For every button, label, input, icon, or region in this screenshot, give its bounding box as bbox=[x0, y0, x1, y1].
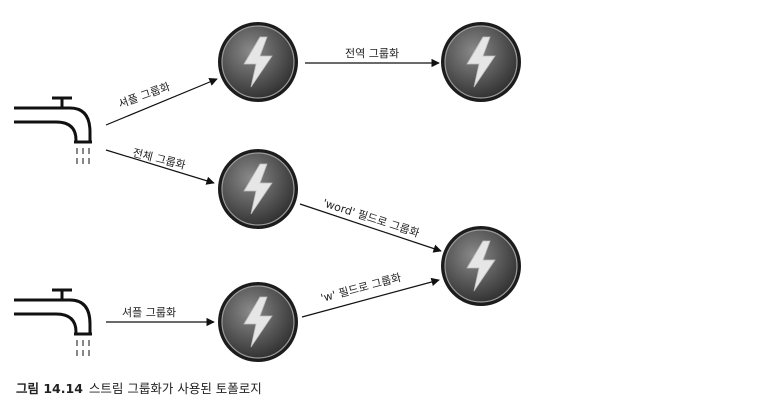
figure-caption: 그림 14.14 스트림 그룹화가 사용된 토폴로지 bbox=[16, 378, 262, 397]
edge-label-bolt1-bolt2: 전역 그룹화 bbox=[345, 47, 399, 60]
edge-arrow-spout1-bolt1 bbox=[105, 78, 218, 126]
edge-label-bolt5-bolt4: 'w' 필드로 그룹화 bbox=[319, 271, 402, 305]
edge-label-spout2-bolt5: 셔플 그룹화 bbox=[122, 306, 176, 319]
edge-label-spout1-bolt3: 전체 그룹화 bbox=[131, 146, 187, 172]
lightning-icon bbox=[217, 21, 299, 103]
bolt-node-bolt2 bbox=[440, 21, 522, 103]
edge-arrow-spout1-bolt3 bbox=[105, 149, 215, 185]
lightning-icon bbox=[217, 148, 299, 230]
spout-node-spout1 bbox=[12, 96, 94, 166]
figure-number: 그림 14.14 bbox=[16, 381, 83, 396]
edge-label-spout1-bolt1: 셔플 그룹화 bbox=[117, 80, 172, 111]
lightning-icon bbox=[440, 21, 522, 103]
edge-arrow-bolt3-bolt4 bbox=[299, 203, 442, 253]
bolt-node-bolt5 bbox=[217, 281, 299, 363]
lightning-icon bbox=[217, 281, 299, 363]
edge-label-bolt3-bolt4: 'word' 필드로 그룹화 bbox=[321, 196, 421, 240]
faucet-icon bbox=[12, 288, 94, 358]
bolt-node-bolt1 bbox=[217, 21, 299, 103]
lightning-icon bbox=[440, 225, 522, 307]
figure-caption-text: 스트림 그룹화가 사용된 토폴로지 bbox=[88, 381, 262, 396]
faucet-icon bbox=[12, 96, 94, 166]
spout-node-spout2 bbox=[12, 288, 94, 358]
edge-arrow-bolt5-bolt4 bbox=[301, 277, 440, 318]
bolt-node-bolt4 bbox=[440, 225, 522, 307]
bolt-node-bolt3 bbox=[217, 148, 299, 230]
